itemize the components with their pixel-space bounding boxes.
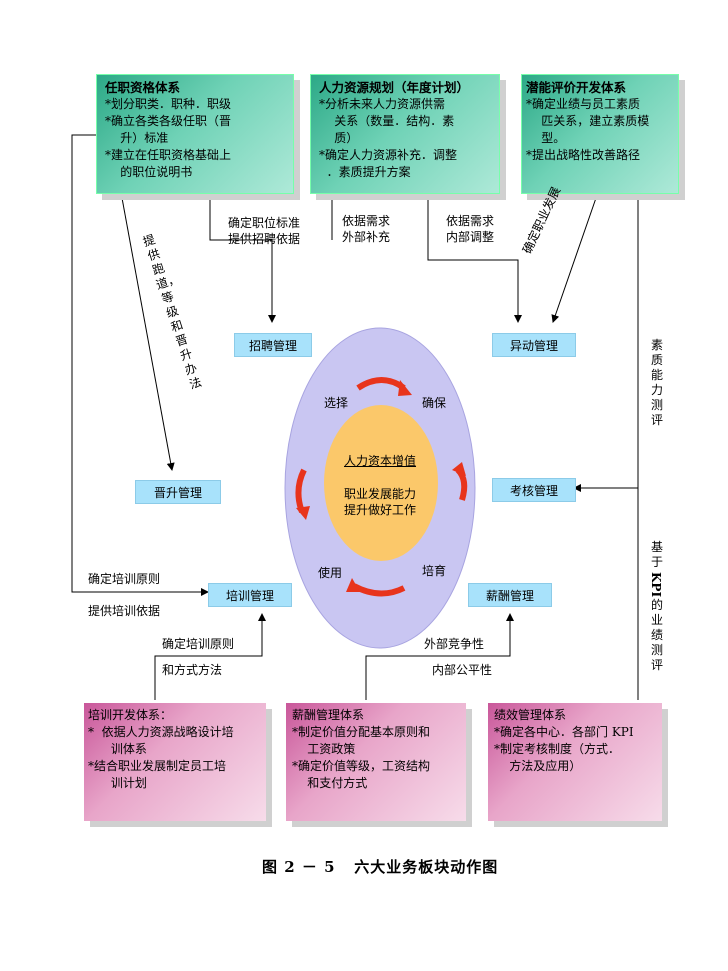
train-basis-label: 提供培训依据 (88, 604, 161, 618)
salary-line: 和支付方式 (292, 776, 368, 790)
planning-line: *分析未来人力资源供需 (319, 97, 446, 111)
core-line-2: 提升做好工作 (344, 503, 417, 517)
figure-caption: 图 2 － 5 六大业务板块动作图 (262, 858, 499, 876)
qualification-line: *划分职类．职种．职级 (105, 97, 232, 111)
salary-system-title: 薪酬管理体系 (292, 708, 365, 722)
training-line: * 依据人力资源战略设计培 (88, 725, 234, 739)
train-method-label: 和方式方法 (162, 663, 223, 677)
planning-line: ．素质提升方案 (319, 165, 411, 179)
salary-system-box: 薪酬管理体系 *制定价值分配基本原则和 工资政策 *确定价值等级，工资结构 和支… (286, 703, 466, 821)
potential-line: *提出战略性改善路径 (526, 148, 641, 162)
salary-line: *制定价值分配基本原则和 (292, 725, 431, 739)
training-line: 训计划 (88, 776, 147, 790)
supply-label-1: 依据需求 (342, 214, 391, 228)
train-principle-label-2: 确定培训原则 (162, 637, 235, 651)
adjust-label-2: 内部调整 (446, 230, 495, 244)
supply-label-2: 外部补充 (342, 230, 391, 244)
adjust-label-1: 依据需求 (446, 214, 495, 228)
performance-system-box: 绩效管理体系 *确定各中心．各部门 KPI *制定考核制度（方式． 方法及应用） (488, 703, 662, 821)
performance-line: 方法及应用） (494, 759, 582, 773)
qualification-system-box: 任职资格体系 *划分职类．职种．职级 *确立各类各级任职（晋 升）标准 *建立在… (96, 74, 294, 194)
training-system-box: 培训开发体系： * 依据人力资源战略设计培 训体系 *结合职业发展制定员工培 训… (84, 703, 266, 821)
potential-line: 型。 (526, 131, 566, 145)
promotion-module: 晋升管理 (135, 480, 221, 504)
transfer-module: 异动管理 (492, 333, 576, 357)
training-module: 培训管理 (208, 583, 292, 607)
cultivate-label: 培育 (422, 564, 447, 578)
recruit-basis-label-2: 提供招聘依据 (228, 232, 301, 246)
performance-system-title: 绩效管理体系 (494, 708, 567, 722)
core-title: 人力资本增值 (344, 454, 417, 468)
hr-planning-box: 人力资源规划（年度计划） *分析未来人力资源供需 关系（数量．结构．素 质） *… (310, 74, 500, 194)
core-line-1: 职业发展能力 (344, 487, 417, 501)
potential-line: *确定业绩与员工素质 (526, 97, 641, 111)
appraisal-module: 考核管理 (492, 478, 576, 502)
hr-planning-title: 人力资源规划（年度计划） (319, 80, 470, 95)
train-principle-label-1: 确定培训原则 (88, 572, 161, 586)
qualification-line: *确立各类各级任职（晋 (105, 114, 232, 128)
salary-line: 工资政策 (292, 742, 356, 756)
core-circle (324, 405, 438, 561)
planning-line: 质） (319, 131, 359, 145)
salary-module: 薪酬管理 (468, 583, 552, 607)
training-system-title: 培训开发体系： (88, 708, 173, 722)
recruit-basis-label-1: 确定职位标准 (228, 216, 301, 230)
external-competition-label: 外部竞争性 (424, 637, 485, 651)
planning-line: 关系（数量．结构．素 (319, 114, 455, 128)
qualification-system-title: 任职资格体系 (105, 80, 181, 95)
qualification-line: 的职位说明书 (105, 165, 193, 179)
quality-test-label: 素质能力测评 (650, 338, 663, 427)
kpi-test-label-2: 的业绩测评 (650, 598, 663, 672)
internal-fairness-label: 内部公平性 (432, 663, 493, 677)
performance-line: *制定考核制度（方式． (494, 742, 621, 756)
performance-line: *确定各中心．各部门 KPI (494, 725, 634, 739)
training-line: 训体系 (88, 742, 147, 756)
training-line: *结合职业发展制定员工培 (88, 759, 227, 773)
select-label: 选择 (324, 396, 349, 410)
use-label: 使用 (318, 566, 343, 580)
potential-evaluation-box: 潜能评价开发体系 *确定业绩与员工素质 匹关系，建立素质模 型。 *提出战略性改… (521, 74, 679, 194)
potential-line: 匹关系，建立素质模 (526, 114, 650, 128)
recruit-module: 招聘管理 (234, 333, 312, 357)
qualification-line: 升）标准 (105, 131, 169, 145)
kpi-test-label-1: 基于 (650, 540, 663, 569)
qualification-line: *建立在任职资格基础上 (105, 148, 232, 162)
cycle-arrow-bottom (352, 583, 406, 597)
potential-evaluation-title: 潜能评价开发体系 (526, 80, 627, 95)
ensure-label: 确保 (422, 396, 447, 410)
planning-line: *确定人力资源补充．调整 (319, 148, 458, 162)
salary-line: *确定价值等级，工资结构 (292, 759, 431, 773)
